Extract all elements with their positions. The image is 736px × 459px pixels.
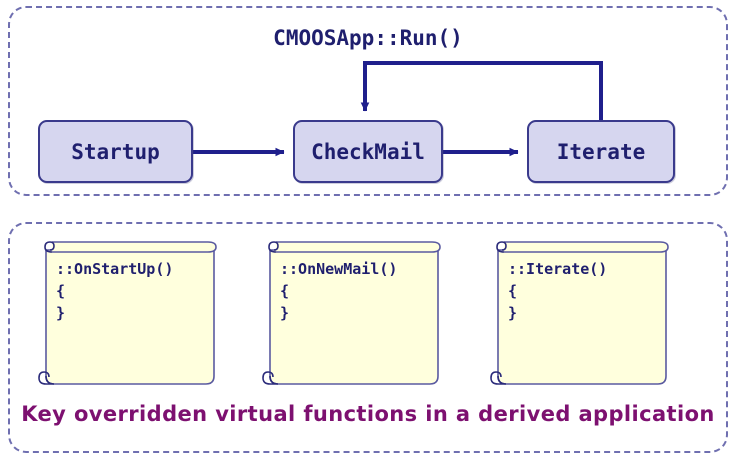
note-card[interactable]: ::OnNewMail() { } bbox=[262, 236, 446, 388]
node-checkmail-label: CheckMail bbox=[311, 139, 425, 164]
scroll-shape-icon bbox=[262, 241, 441, 385]
run-panel-title: CMOOSApp::Run() bbox=[273, 26, 463, 50]
scroll-shape-icon bbox=[490, 241, 669, 385]
node-iterate[interactable]: Iterate bbox=[527, 120, 675, 183]
note-card[interactable]: ::OnStartUp() { } bbox=[38, 236, 222, 388]
virtual-panel-caption: Key overridden virtual functions in a de… bbox=[21, 402, 715, 426]
scroll-shape-icon bbox=[38, 241, 217, 385]
note-card-text: ::Iterate() { } bbox=[508, 260, 608, 322]
note-card-text: ::OnNewMail() { } bbox=[280, 260, 398, 322]
note-card[interactable]: ::Iterate() { } bbox=[490, 236, 674, 388]
node-checkmail[interactable]: CheckMail bbox=[293, 120, 443, 183]
node-startup-label: Startup bbox=[71, 139, 160, 164]
note-card-text: ::OnStartUp() { } bbox=[56, 260, 174, 322]
node-iterate-label: Iterate bbox=[556, 139, 646, 164]
node-startup[interactable]: Startup bbox=[38, 120, 193, 183]
